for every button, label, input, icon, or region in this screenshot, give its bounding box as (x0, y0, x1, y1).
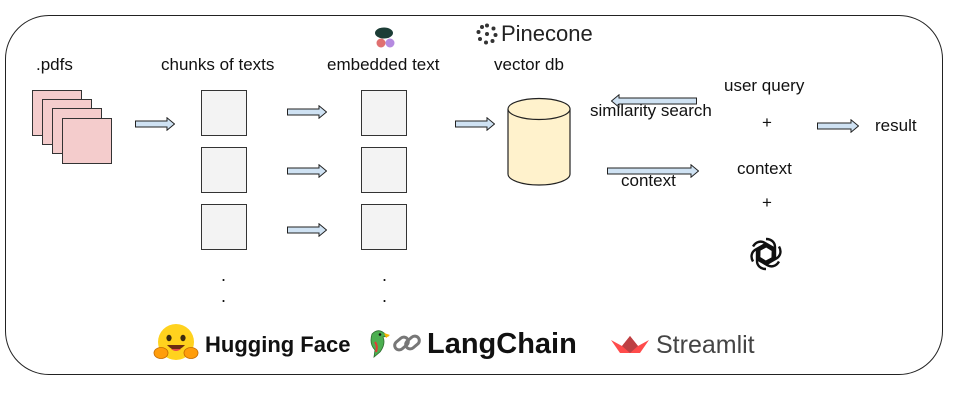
result-label: result (875, 116, 917, 135)
parrot-icon (370, 330, 390, 358)
text-chunk (201, 147, 247, 193)
arrow-left-icon (611, 94, 697, 108)
pinecone-logo-icon (375, 27, 395, 48)
arrow-right-icon (455, 117, 495, 131)
hugging-face-emoji-icon (153, 324, 199, 360)
embedded-label: embedded text (327, 55, 440, 74)
context-label: context (737, 159, 792, 178)
diagram-frame (5, 15, 943, 375)
langchain-label: LangChain (427, 328, 577, 360)
chain-link-icon (393, 334, 421, 352)
streamlit-label: Streamlit (656, 331, 755, 359)
context-arrow-label: context (621, 171, 676, 190)
hugging-face-label: Hugging Face (205, 332, 351, 357)
ellipsis-dot: . (221, 265, 227, 285)
streamlit-crown-icon (611, 336, 649, 353)
arrow-right-icon (607, 164, 699, 178)
embedded-chunk (361, 90, 407, 136)
openai-logo-icon (747, 237, 785, 271)
arrow-right-icon (287, 164, 327, 178)
text-chunk (201, 90, 247, 136)
pdfs-label: .pdfs (36, 55, 73, 74)
plus-sign: + (762, 113, 772, 132)
database-cylinder-icon (507, 97, 571, 186)
ellipsis-dot: . (382, 265, 388, 285)
plus-sign: + (762, 193, 772, 212)
text-chunk (201, 204, 247, 250)
embedded-chunk (361, 147, 407, 193)
arrow-right-icon (287, 223, 327, 237)
ellipsis-dot: . (382, 286, 388, 306)
pdf-document (62, 118, 112, 164)
similarity-search-label: similarity search (590, 101, 712, 120)
vectordb-label: vector db (494, 55, 564, 74)
user-query-label: user query (724, 76, 805, 95)
pinecone-cluster-icon (476, 23, 498, 45)
embedded-chunk (361, 204, 407, 250)
arrow-right-icon (817, 119, 859, 133)
pinecone-label: Pinecone (501, 21, 593, 46)
arrow-right-icon (135, 117, 175, 131)
ellipsis-dot: . (221, 286, 227, 306)
chunks-label: chunks of texts (161, 55, 275, 74)
arrow-right-icon (287, 105, 327, 119)
